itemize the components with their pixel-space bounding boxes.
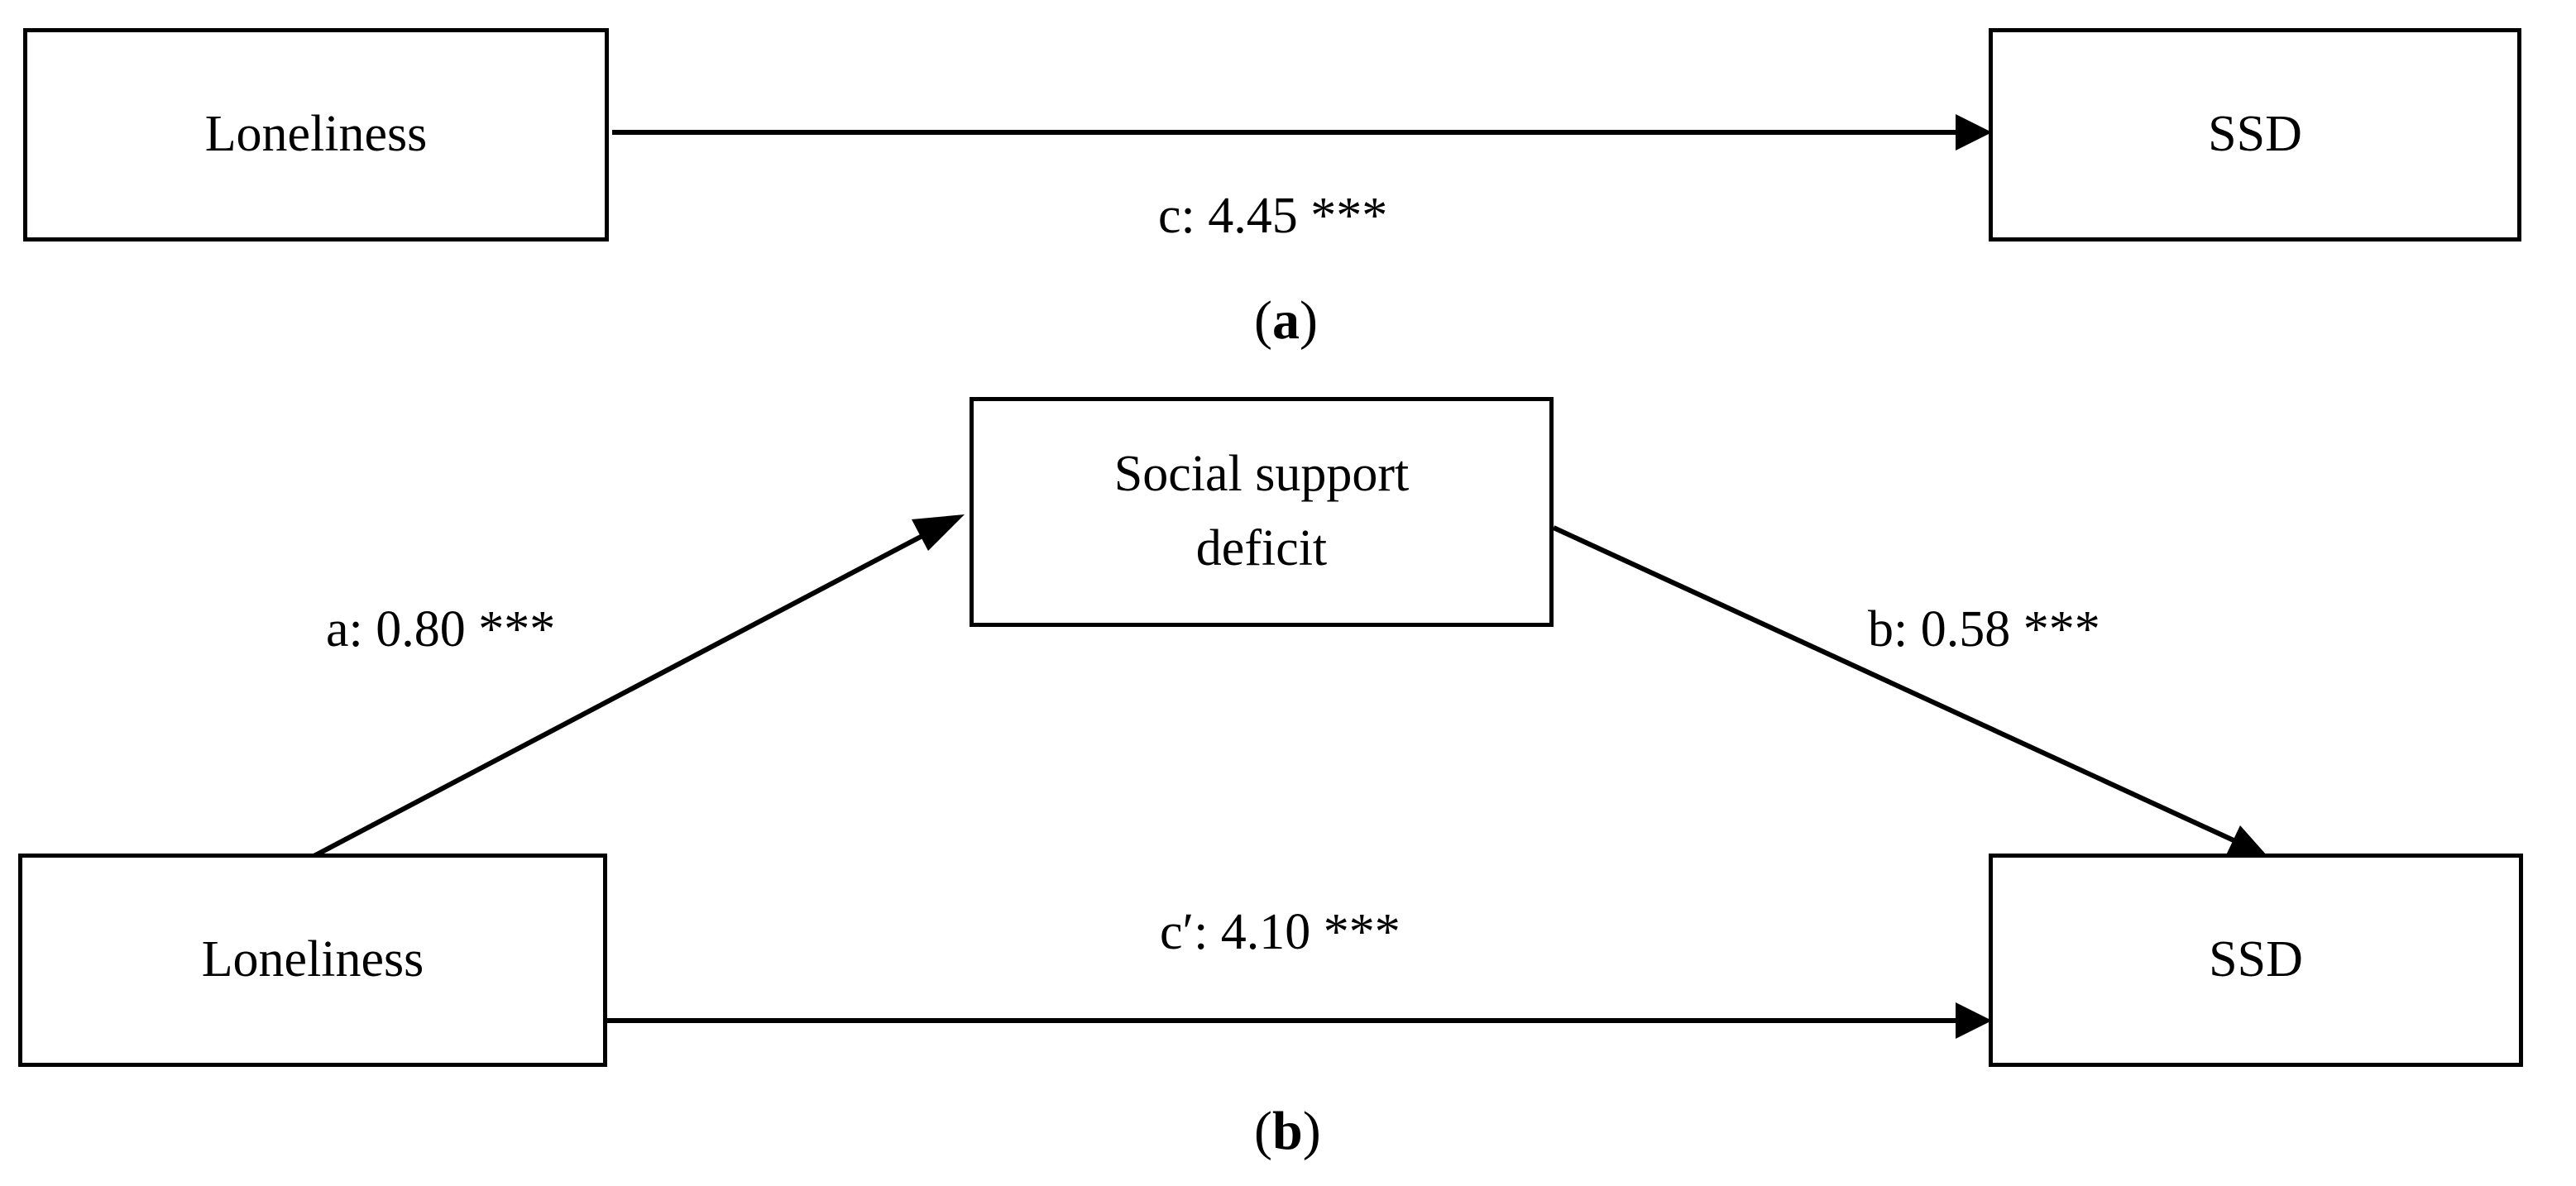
- path-c-prime-coefficient: c′: 4.10 ***: [1160, 904, 1401, 960]
- node-loneliness-label: Loneliness: [201, 931, 424, 988]
- panel-a-label: (a): [1254, 289, 1318, 352]
- panel-b-label: (b): [1254, 1100, 1321, 1163]
- arrowhead-c-prime: [1956, 1002, 1992, 1039]
- arrow-a-loneliness-to-mediator: [304, 527, 936, 863]
- node-ssd: SSD: [1989, 854, 2523, 1067]
- node-loneliness: Loneliness: [23, 28, 609, 242]
- node-mediator-label-line2: deficit: [1195, 520, 1328, 576]
- node-ssd-label: SSD: [2209, 931, 2303, 988]
- arrowhead-b: [2225, 825, 2267, 857]
- path-c-coefficient: c: 4.45 ***: [1158, 188, 1388, 244]
- node-loneliness-label: Loneliness: [204, 106, 428, 163]
- panel-a-arrows: [612, 114, 1992, 151]
- node-ssd: SSD: [1989, 28, 2521, 242]
- panel-a-label-open: (: [1254, 290, 1272, 351]
- panel-b-mediation: Social support deficit Loneliness SSD a:…: [0, 364, 2576, 1186]
- panel-a-label-letter: a: [1271, 290, 1300, 351]
- panel-b-label-letter: b: [1271, 1101, 1303, 1161]
- arrowhead-a: [912, 514, 965, 551]
- path-a-coefficient: a: 0.80 ***: [326, 601, 556, 658]
- path-b-coefficient: b: 0.58 ***: [1868, 601, 2100, 658]
- arrowhead-c: [1956, 114, 1992, 151]
- node-ssd-label: SSD: [2208, 106, 2302, 163]
- panel-a-label-close: ): [1299, 290, 1318, 351]
- node-social-support-deficit: Social support deficit: [970, 397, 1554, 627]
- panel-b-label-close: ): [1302, 1101, 1321, 1161]
- node-mediator-label-line1: Social support: [1113, 446, 1410, 503]
- panel-b-label-open: (: [1254, 1101, 1272, 1161]
- panel-a-total-effect: Loneliness SSD c: 4.45 *** (a): [0, 0, 2576, 364]
- arrow-b-mediator-to-ssd: [1552, 525, 2235, 843]
- panel-b-arrows: [304, 514, 2267, 1039]
- node-loneliness: Loneliness: [18, 854, 607, 1067]
